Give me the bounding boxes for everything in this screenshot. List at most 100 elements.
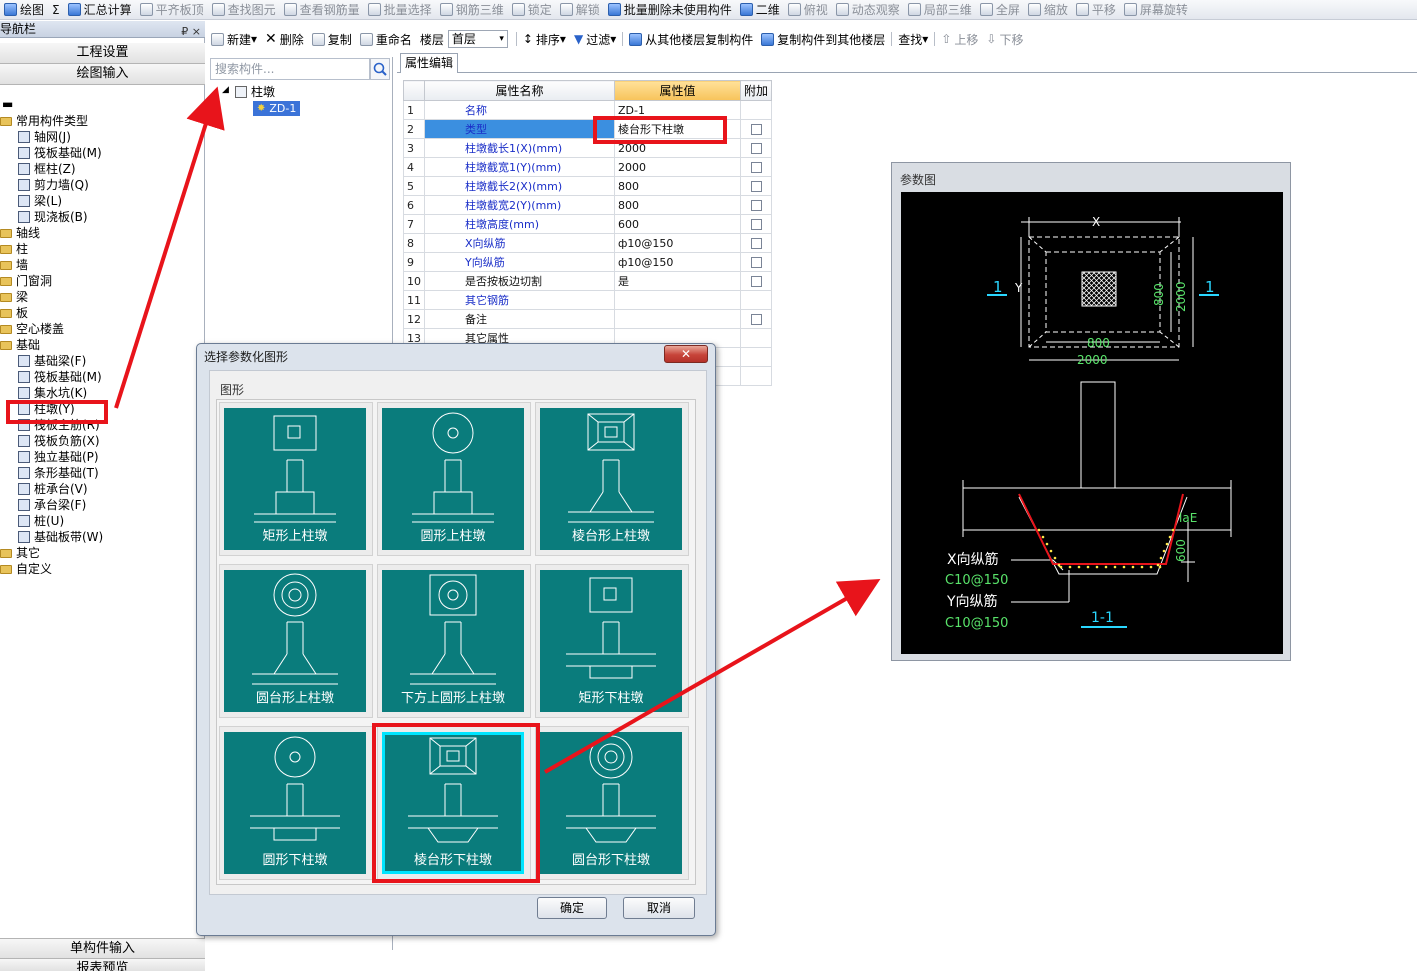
checkbox[interactable]: [750, 200, 762, 211]
nav-tree-item[interactable]: 自定义: [0, 561, 52, 577]
copy-to-floor-button[interactable]: 复制构件到其他楼层: [757, 31, 889, 48]
checkbox[interactable]: [750, 314, 762, 325]
nav-tree-item[interactable]: 筏板基础(M): [18, 145, 102, 161]
filter-button[interactable]: ▼过滤▾: [573, 32, 617, 47]
comp-tree-root[interactable]: 柱墩: [235, 84, 275, 100]
project-settings-button[interactable]: 工程设置: [0, 43, 205, 64]
nav-tree-item[interactable]: 筏板负筋(X): [18, 433, 100, 449]
tree-collapse-icon[interactable]: ◢: [222, 85, 229, 95]
move-down-button[interactable]: ⇩下移: [986, 32, 1024, 47]
toolbar-item[interactable]: 动态观察: [832, 0, 904, 19]
search-button[interactable]: [370, 58, 390, 80]
prop-extra[interactable]: [740, 138, 772, 158]
toolbar-item[interactable]: 钢筋三维: [436, 0, 508, 19]
shape-option[interactable]: 圆形下柱墩: [219, 726, 373, 880]
nav-tree-item[interactable]: 轴网(J): [18, 129, 71, 145]
nav-tree-item[interactable]: 桩(U): [18, 513, 64, 529]
prop-extra[interactable]: [740, 366, 772, 386]
nav-tree-item[interactable]: 筏板基础(M): [18, 369, 102, 385]
toolbar-item[interactable]: 全屏: [976, 0, 1024, 19]
nav-tree-item[interactable]: 其它: [0, 545, 40, 561]
toolbar-item[interactable]: 平齐板顶: [136, 0, 208, 19]
shape-option[interactable]: 圆形上柱墩: [377, 402, 531, 556]
floor-select[interactable]: 首层▾: [447, 30, 508, 48]
prop-value[interactable]: 800: [614, 176, 741, 196]
nav-tree-item[interactable]: 梁(L): [18, 193, 62, 209]
checkbox[interactable]: [750, 162, 762, 173]
prop-value[interactable]: ZD-1: [614, 100, 741, 120]
drawing-input-button[interactable]: 绘图输入: [0, 64, 205, 85]
nav-tree-item[interactable]: 基础梁(F): [18, 353, 86, 369]
nav-tree-item[interactable]: 空心楼盖: [0, 321, 64, 337]
collapse-tree-icon[interactable]: ▬: [2, 97, 14, 111]
checkbox[interactable]: [750, 143, 762, 154]
nav-tree-item[interactable]: 板: [0, 305, 28, 321]
toolbar-item[interactable]: 二维: [736, 0, 784, 19]
single-component-input-button[interactable]: 单构件输入: [0, 938, 205, 958]
cancel-button[interactable]: 取消: [623, 897, 695, 919]
toolbar-item[interactable]: 锁定: [508, 0, 556, 19]
prop-extra[interactable]: [740, 157, 772, 177]
new-button[interactable]: 新建▾: [207, 31, 261, 48]
toolbar-item[interactable]: 屏幕旋转: [1120, 0, 1192, 19]
nav-tree-item[interactable]: 门窗洞: [0, 273, 52, 289]
toolbar-item[interactable]: 绘图: [0, 0, 48, 19]
close-button[interactable]: ✕: [664, 345, 708, 363]
ok-button[interactable]: 确定: [537, 897, 607, 919]
nav-tree-item[interactable]: 轴线: [0, 225, 40, 241]
shape-option[interactable]: 棱台形上柱墩: [535, 402, 689, 556]
copy-button[interactable]: 复制: [308, 31, 356, 48]
prop-extra[interactable]: [740, 100, 772, 120]
nav-tree-item[interactable]: 承台梁(F): [18, 497, 86, 513]
nav-tree-item[interactable]: 基础板带(W): [18, 529, 103, 545]
comp-tree-item-zd1[interactable]: ✸ZD-1: [253, 101, 301, 116]
prop-extra[interactable]: [740, 347, 772, 367]
prop-value[interactable]: 2000: [614, 157, 741, 177]
prop-extra[interactable]: [740, 214, 772, 234]
prop-extra[interactable]: [740, 271, 772, 291]
prop-extra[interactable]: [740, 309, 772, 329]
shape-option[interactable]: 圆台形上柱墩: [219, 564, 373, 718]
checkbox[interactable]: [750, 238, 762, 249]
prop-value[interactable]: [614, 290, 741, 310]
tab-properties[interactable]: 属性编辑: [400, 53, 458, 73]
toolbar-item[interactable]: 批量选择: [364, 0, 436, 19]
shape-option[interactable]: 棱台形下柱墩: [377, 726, 531, 880]
toolbar-item[interactable]: 平移: [1072, 0, 1120, 19]
prop-value[interactable]: [614, 309, 741, 329]
nav-tree-item[interactable]: 剪力墙(Q): [18, 177, 89, 193]
prop-extra[interactable]: [740, 119, 772, 139]
shape-option[interactable]: 下方上圆形上柱墩: [377, 564, 531, 718]
nav-tree-item[interactable]: 桩承台(V): [18, 481, 88, 497]
toolbar-item[interactable]: 批量删除未使用构件: [604, 0, 736, 19]
nav-tree-item[interactable]: 独立基础(P): [18, 449, 99, 465]
nav-tree-item[interactable]: 常用构件类型: [0, 113, 88, 129]
nav-pin-close-icon[interactable]: ₽ ×: [181, 25, 201, 38]
rename-button[interactable]: 重命名: [356, 31, 416, 48]
checkbox[interactable]: [750, 276, 762, 287]
prop-value[interactable]: 是: [614, 271, 741, 291]
nav-tree-item[interactable]: 框柱(Z): [18, 161, 76, 177]
shape-option[interactable]: 圆台形下柱墩: [535, 726, 689, 880]
checkbox[interactable]: [750, 181, 762, 192]
nav-tree-item[interactable]: 墙: [0, 257, 28, 273]
prop-value[interactable]: 600: [614, 214, 741, 234]
prop-value[interactable]: ф10@150: [614, 233, 741, 253]
toolbar-item[interactable]: 俯视: [784, 0, 832, 19]
nav-tree-item[interactable]: 基础: [0, 337, 40, 353]
nav-tree-item[interactable]: 条形基础(T): [18, 465, 99, 481]
move-up-button[interactable]: ⇧上移: [941, 32, 979, 47]
toolbar-item[interactable]: 查找图元: [208, 0, 280, 19]
toolbar-item[interactable]: 解锁: [556, 0, 604, 19]
nav-tree-item[interactable]: 集水坑(K): [18, 385, 87, 401]
shape-option[interactable]: 矩形上柱墩: [219, 402, 373, 556]
prop-extra[interactable]: [740, 195, 772, 215]
prop-value[interactable]: ф10@150: [614, 252, 741, 272]
toolbar-item[interactable]: 局部三维: [904, 0, 976, 19]
